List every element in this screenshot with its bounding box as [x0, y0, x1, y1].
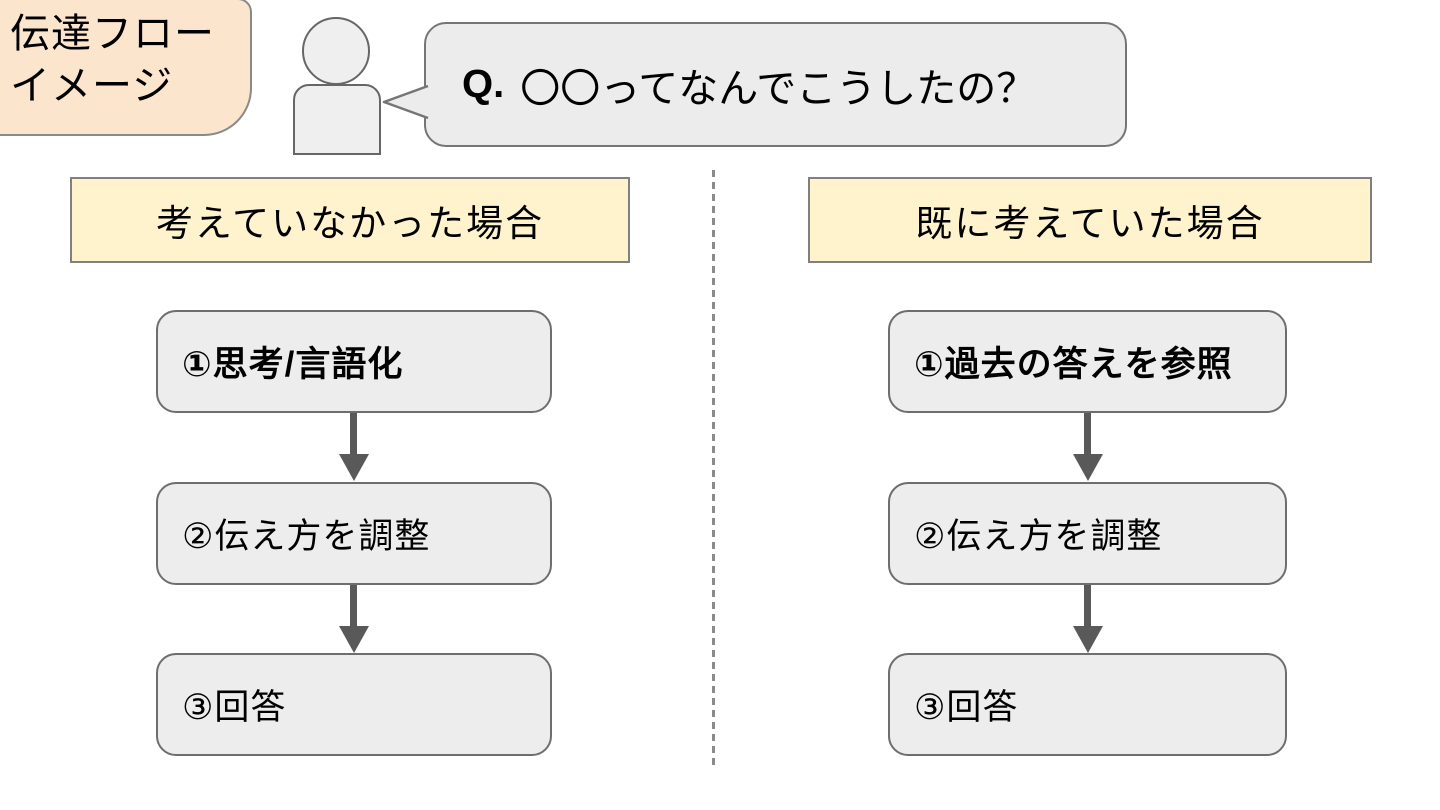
person-head-icon: [302, 17, 370, 85]
down-arrow-icon: [1084, 585, 1091, 628]
down-arrow-icon: [350, 585, 357, 628]
down-arrow-icon: [339, 454, 369, 481]
person-body-icon: [293, 84, 381, 155]
flow-step-label: ①思考/言語化: [182, 345, 404, 384]
down-arrow-icon: [350, 413, 357, 456]
down-arrow-icon: [339, 626, 369, 653]
case-header-not-considered: 考えていなかった場合: [70, 177, 630, 263]
speech-bubble-tail-icon: [382, 84, 429, 120]
case-header-already-considered: 既に考えていた場合: [808, 177, 1372, 263]
down-arrow-icon: [1084, 413, 1091, 456]
flow-step-label: ③回答: [182, 688, 287, 727]
flow-box-adjust-delivery-right: ②伝え方を調整: [888, 482, 1287, 585]
case-header-label: 既に考えていた場合: [915, 203, 1265, 244]
corner-label-line-2: イメージ: [10, 64, 174, 108]
flow-step-label: ③回答: [914, 688, 1019, 727]
flow-box-think-verbalize: ①思考/言語化: [156, 310, 552, 413]
down-arrow-icon: [1073, 454, 1103, 481]
flow-step-label: ②伝え方を調整: [914, 517, 1163, 556]
corner-label: 伝達フロー イメージ: [0, 0, 252, 136]
flow-box-answer-right: ③回答: [888, 653, 1287, 756]
flow-step-label: ②伝え方を調整: [182, 517, 431, 556]
flow-box-refer-past-answer: ①過去の答えを参照: [888, 310, 1287, 413]
flow-box-answer-left: ③回答: [156, 653, 552, 756]
question-bubble: Q. 〇〇ってなんでこうしたの？: [424, 22, 1127, 147]
question-text: 〇〇ってなんでこうしたの？: [520, 66, 1037, 111]
corner-label-line-1: 伝達フロー: [10, 12, 215, 56]
case-header-label: 考えていなかった場合: [155, 203, 545, 244]
flow-step-label: ①過去の答えを参照: [914, 345, 1233, 384]
flow-box-adjust-delivery-left: ②伝え方を調整: [156, 482, 552, 585]
question-prefix: Q.: [462, 62, 505, 106]
down-arrow-icon: [1073, 626, 1103, 653]
dashed-divider-line: [712, 170, 715, 770]
